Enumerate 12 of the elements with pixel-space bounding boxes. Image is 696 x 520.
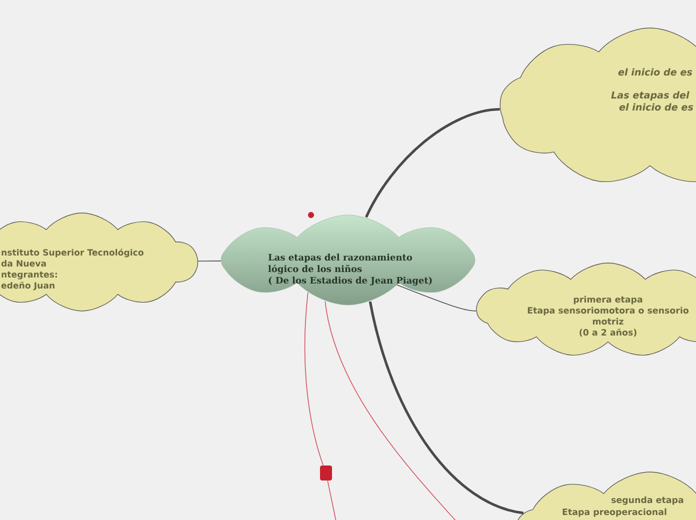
branch-line — [304, 292, 324, 466]
cloud-topic: segunda etapa Etapa preoperacional — [516, 472, 696, 520]
cloud-topic: primera etapa Etapa sensoriomotora o sensorio motriz (0 a 2 años) — [476, 262, 696, 356]
branch-line — [327, 480, 336, 520]
branch-line — [396, 284, 476, 312]
branch-line — [365, 108, 500, 218]
cloud-topic: nstituto Superior Tecnológico da Nueva ntegrantes: edeño Juan — [0, 212, 198, 312]
square-marker — [320, 466, 332, 480]
cloud-topic: el inicio de es Las etapas del el inicio de es — [500, 28, 696, 182]
branch-line — [368, 301, 524, 514]
branch-line — [324, 300, 456, 520]
branch-line — [198, 260, 222, 262]
